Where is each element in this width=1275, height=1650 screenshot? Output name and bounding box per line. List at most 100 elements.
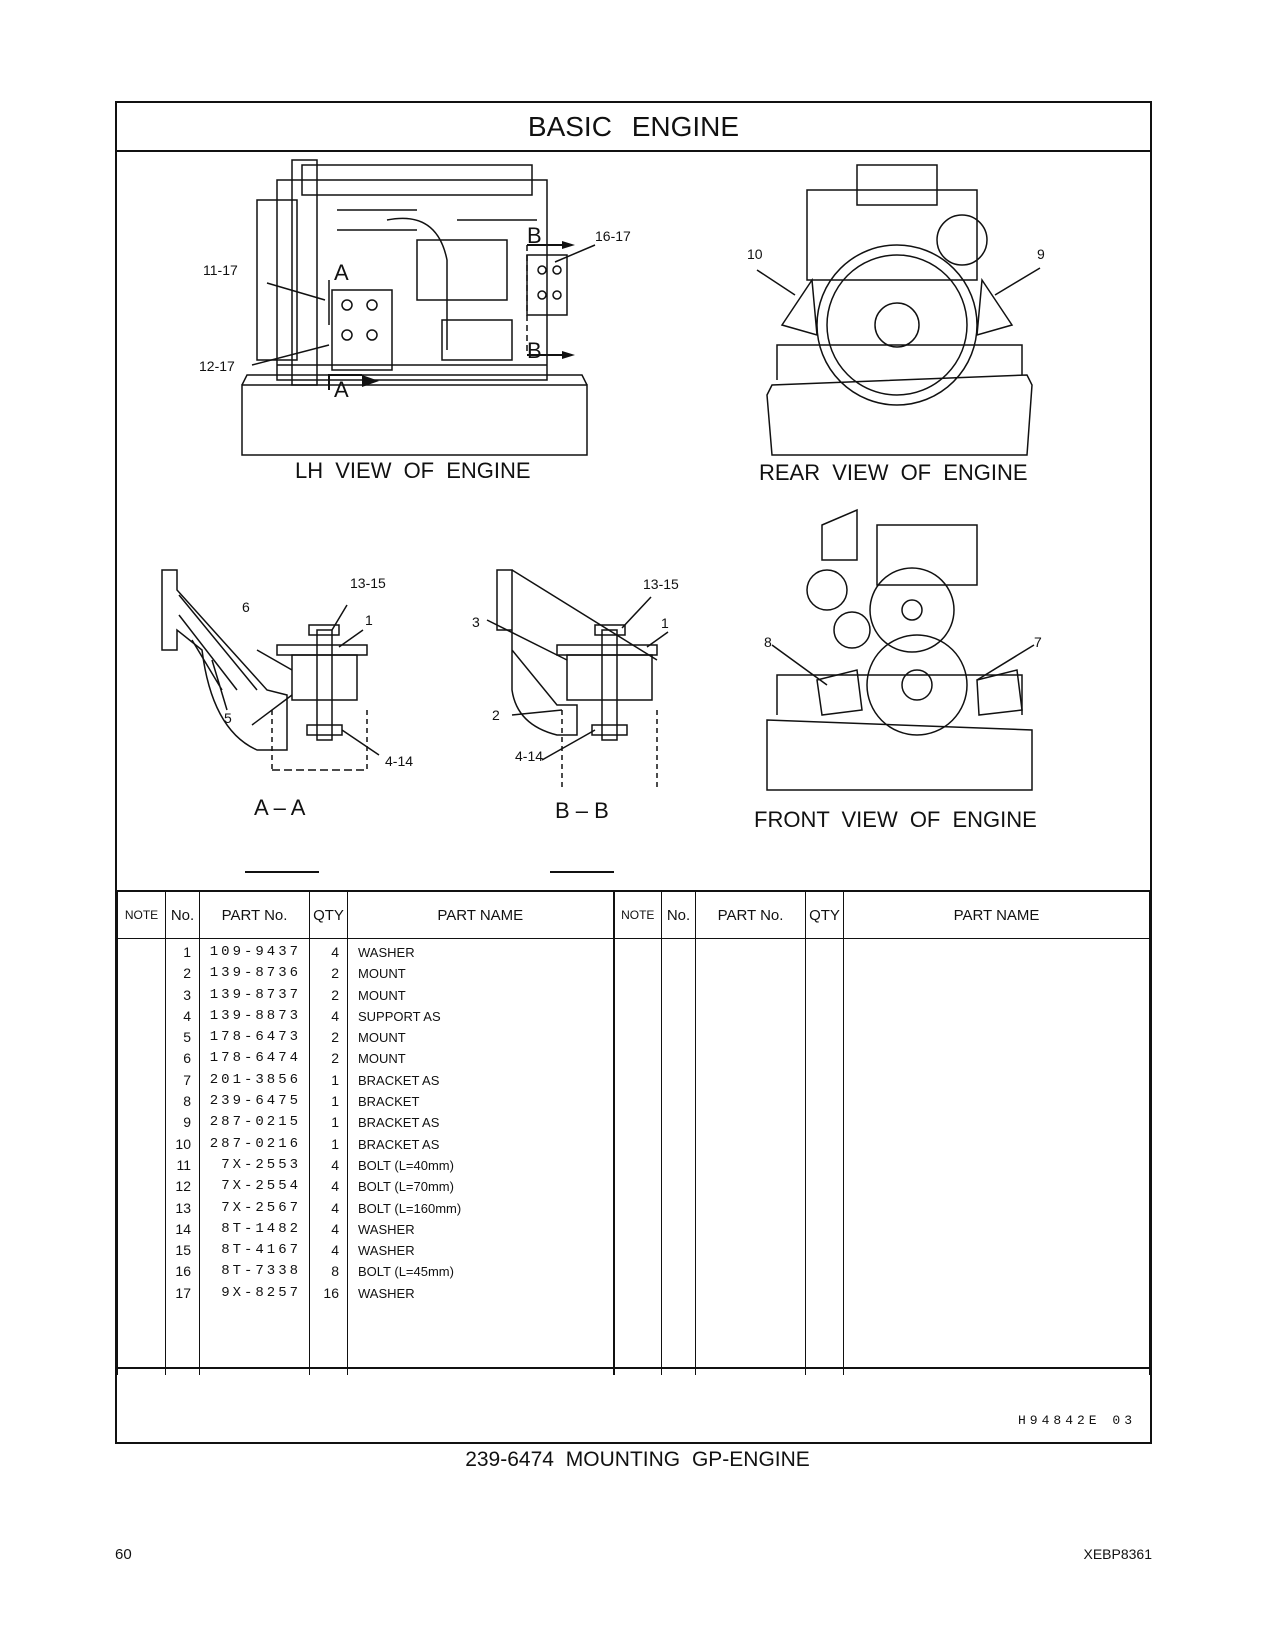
row-quantity: 1 [331,1135,339,1152]
row-number: 1 [183,944,191,960]
header-part-name-right: PART NAME [843,890,1150,939]
row-number: 6 [183,1050,191,1067]
row-number: 8 [183,1093,191,1110]
header-qty-right: QTY [805,890,844,939]
callout-aa-4-14: 4-14 [385,753,414,769]
row-quantity: 4 [331,1220,339,1237]
callout-bb-1: 1 [661,615,669,631]
section-a-a-drawing [161,569,380,771]
row-part-name: BOLT (L=160mm) [358,1200,462,1216]
header-part-name: PART NAME [347,890,615,939]
row-part-number: 178-6473 [209,1029,301,1046]
row-number: 16 [175,1263,191,1280]
section-marker-b-top: B [527,223,542,248]
row-part-name: BOLT (L=70mm) [358,1179,454,1195]
engine-illustration-area: LH VIEW OF ENGINE REAR VIEW OF ENGINE FR… [117,150,1150,890]
row-quantity: 2 [331,1050,339,1067]
table-header-row: NOTE No. PART No. QTY PART NAME NOTE No.… [117,890,1150,939]
front-view-label: FRONT VIEW OF ENGINE [754,807,1037,832]
row-number: 2 [183,965,191,982]
row-part-name: BRACKET [358,1094,420,1110]
callout-rear-9: 9 [1037,246,1045,262]
part-name-column-right [843,938,1150,1375]
row-part-number: 287-0215 [209,1114,301,1131]
row-part-name: BRACKET AS [358,1136,440,1152]
row-part-number: 7X-2553 [221,1156,301,1173]
row-part-number: 109-9437 [209,944,301,960]
callout-12-17: 12-17 [199,358,235,374]
header-note: NOTE [117,890,166,939]
row-part-number: 8T-1482 [221,1220,301,1237]
row-part-name: WASHER [358,945,415,960]
row-number: 4 [183,1007,191,1024]
row-part-number: 7X-2554 [221,1178,301,1195]
callout-aa-1: 1 [365,612,373,628]
row-quantity: 4 [331,1007,339,1024]
row-quantity: 16 [323,1284,339,1301]
callout-bb-2: 2 [492,707,500,723]
callout-front-7: 7 [1034,634,1042,650]
row-quantity: 4 [331,1178,339,1195]
row-part-number: 139-8736 [209,965,301,982]
rear-view-label: REAR VIEW OF ENGINE [759,460,1028,485]
header-no: No. [165,890,200,939]
row-number: 5 [183,1029,191,1046]
row-quantity: 2 [331,1029,339,1046]
row-number: 14 [175,1220,191,1237]
row-number: 7 [183,1071,191,1088]
sheet-title: BASIC ENGINE [117,103,1150,152]
row-part-name: MOUNT [358,966,406,982]
callout-16-17: 16-17 [595,228,631,244]
lh-view-label: LH VIEW OF ENGINE [295,458,531,483]
row-quantity: 4 [331,944,339,960]
callout-bb-13-15: 13-15 [643,576,679,592]
row-number: 15 [175,1242,191,1259]
callout-bb-3: 3 [472,614,480,630]
row-number: 12 [175,1178,191,1195]
row-number: 13 [175,1199,191,1216]
parts-list-table: NOTE No. PART No. QTY PART NAME NOTE No.… [117,890,1150,1375]
row-part-name: WASHER [358,1243,415,1259]
rear-engine-drawing [766,164,1033,456]
sheet-footer-band: H94842E 03 [117,1367,1150,1444]
row-part-name: BRACKET AS [358,1072,440,1088]
no-column-right [661,938,696,1375]
row-part-name: SUPPORT AS [358,1008,441,1024]
row-quantity: 1 [331,1071,339,1088]
row-part-number: 239-6475 [209,1093,301,1110]
row-part-name: WASHER [358,1221,415,1237]
header-part-no-right: PART No. [695,890,806,939]
row-part-name: BOLT (L=45mm) [358,1264,454,1280]
row-quantity: 1 [331,1093,339,1110]
row-number: 11 [176,1156,191,1173]
row-quantity: 2 [331,965,339,982]
row-number: 17 [175,1284,191,1301]
callout-bb-4-14: 4-14 [515,748,544,764]
parts-sheet-frame: BASIC ENGINE [115,101,1152,1444]
callout-aa-13-15: 13-15 [350,575,386,591]
row-quantity: 4 [331,1156,339,1173]
header-part-no: PART No. [199,890,310,939]
row-part-number: 9X-8257 [221,1284,301,1301]
front-engine-drawing [766,508,1033,791]
group-title: 239-6474 MOUNTING GP-ENGINE [465,1448,810,1471]
row-part-name: BRACKET AS [358,1115,440,1131]
header-no-right: No. [661,890,696,939]
row-part-number: 178-6474 [209,1050,301,1067]
section-marker-a-bottom: A [334,377,349,402]
callout-aa-5: 5 [224,710,232,726]
row-number: 9 [183,1114,191,1131]
callout-11-17: 11-17 [203,262,238,278]
callout-rear-10: 10 [747,246,763,262]
row-quantity: 4 [331,1199,339,1216]
row-quantity: 8 [331,1263,339,1280]
row-part-number: 287-0216 [209,1135,301,1152]
row-part-number: 139-8737 [209,986,301,1003]
row-part-number: 7X-2567 [221,1199,301,1216]
row-quantity: 4 [331,1242,339,1259]
